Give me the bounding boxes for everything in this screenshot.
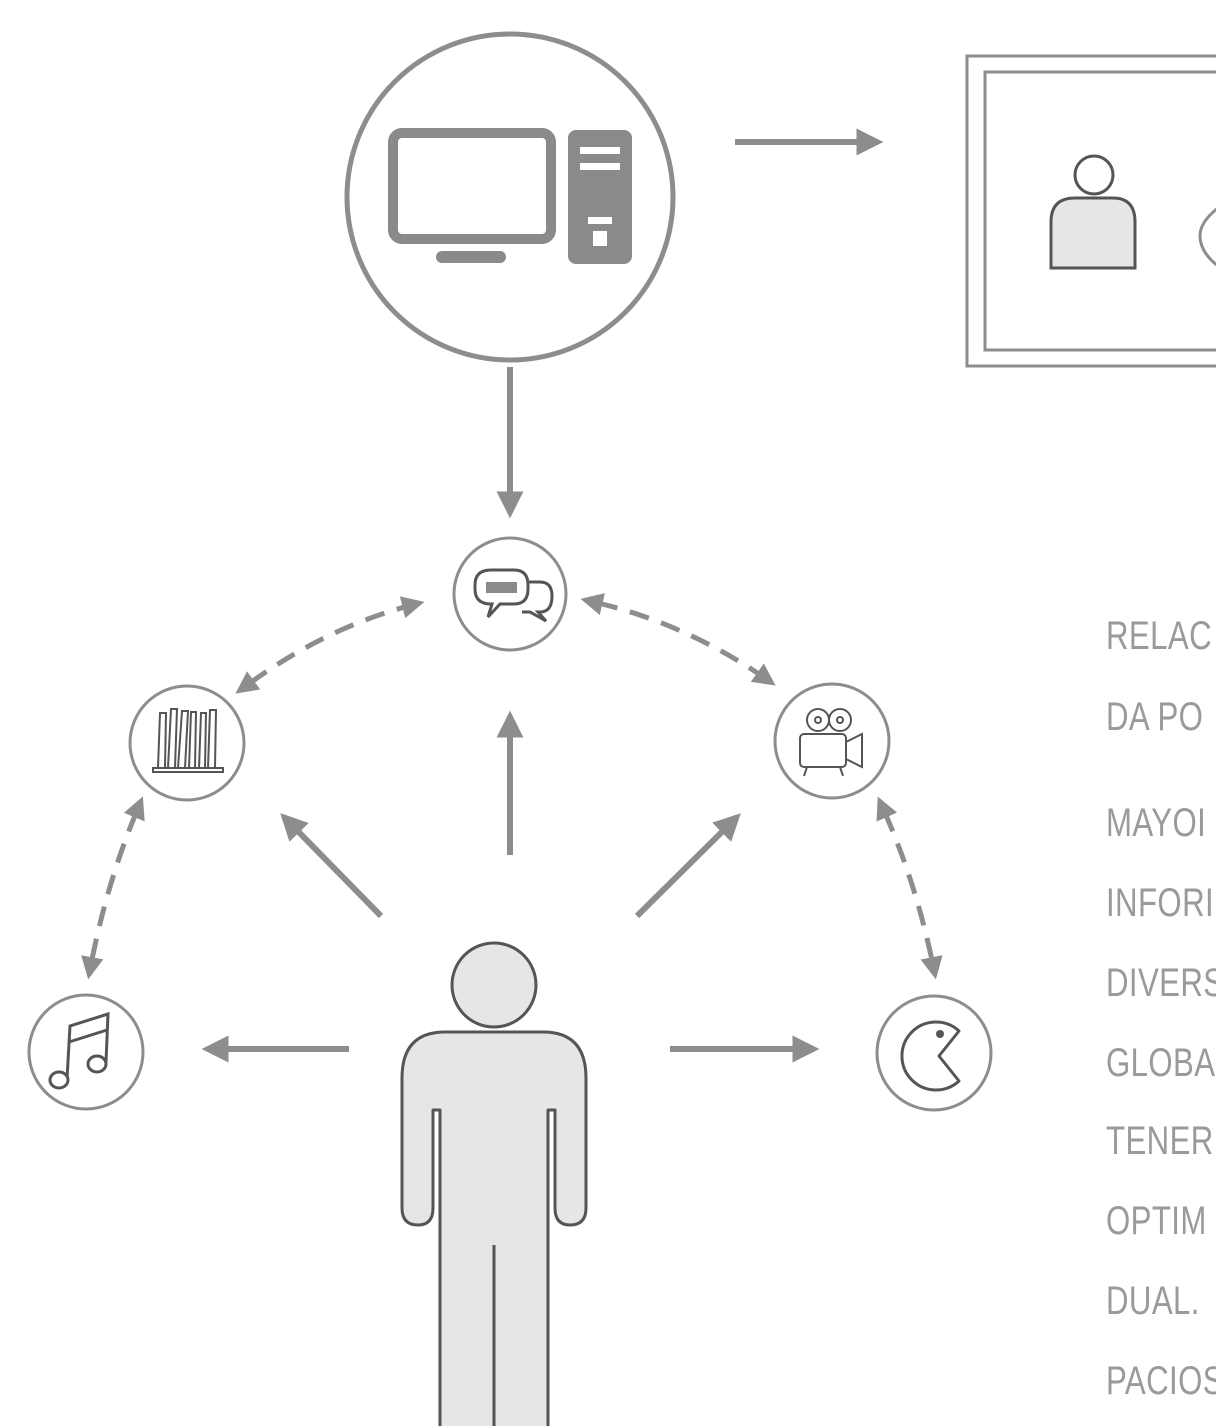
chat-node <box>452 536 568 652</box>
music-note-icon <box>48 1011 110 1090</box>
dashed-arrow-library-chat <box>235 596 425 694</box>
dashed-connections <box>81 593 943 980</box>
side-text-line: INFORI <box>1106 881 1215 925</box>
desktop-computer-icon <box>388 128 632 264</box>
side-text-line: DUAL. <box>1106 1279 1200 1323</box>
dashed-arrow-chat-video <box>580 593 776 686</box>
side-text-line: MAYOI <box>1106 801 1207 845</box>
speech-bubbles-icon <box>473 568 554 623</box>
dashed-arrow-video-games <box>876 796 943 980</box>
books-icon <box>152 708 224 773</box>
user-silhouette-icon <box>1049 154 1137 270</box>
film-camera-icon <box>799 708 863 777</box>
library-node <box>128 684 246 802</box>
arrow-person-to-library <box>280 813 384 919</box>
user-profile-panel <box>965 54 1216 368</box>
computer-node <box>344 31 676 363</box>
side-text-line: TENER <box>1106 1119 1214 1163</box>
games-node <box>875 994 993 1112</box>
dashed-arrow-library-music <box>81 796 145 980</box>
side-text-line: OPTIM <box>1106 1199 1207 1243</box>
pacman-icon <box>900 1020 961 1092</box>
video-node <box>773 682 891 800</box>
music-node <box>27 993 145 1111</box>
person-icon <box>400 941 588 1426</box>
person-arrows <box>201 710 820 1063</box>
side-text-line: GLOBA <box>1106 1041 1216 1085</box>
side-text-line: PACIOS <box>1106 1359 1216 1403</box>
arrow-person-to-video <box>634 813 741 919</box>
side-text-line: RELAC <box>1106 614 1212 658</box>
side-text-line: DA PO <box>1106 695 1204 739</box>
side-text-line: DIVERS <box>1106 961 1216 1005</box>
